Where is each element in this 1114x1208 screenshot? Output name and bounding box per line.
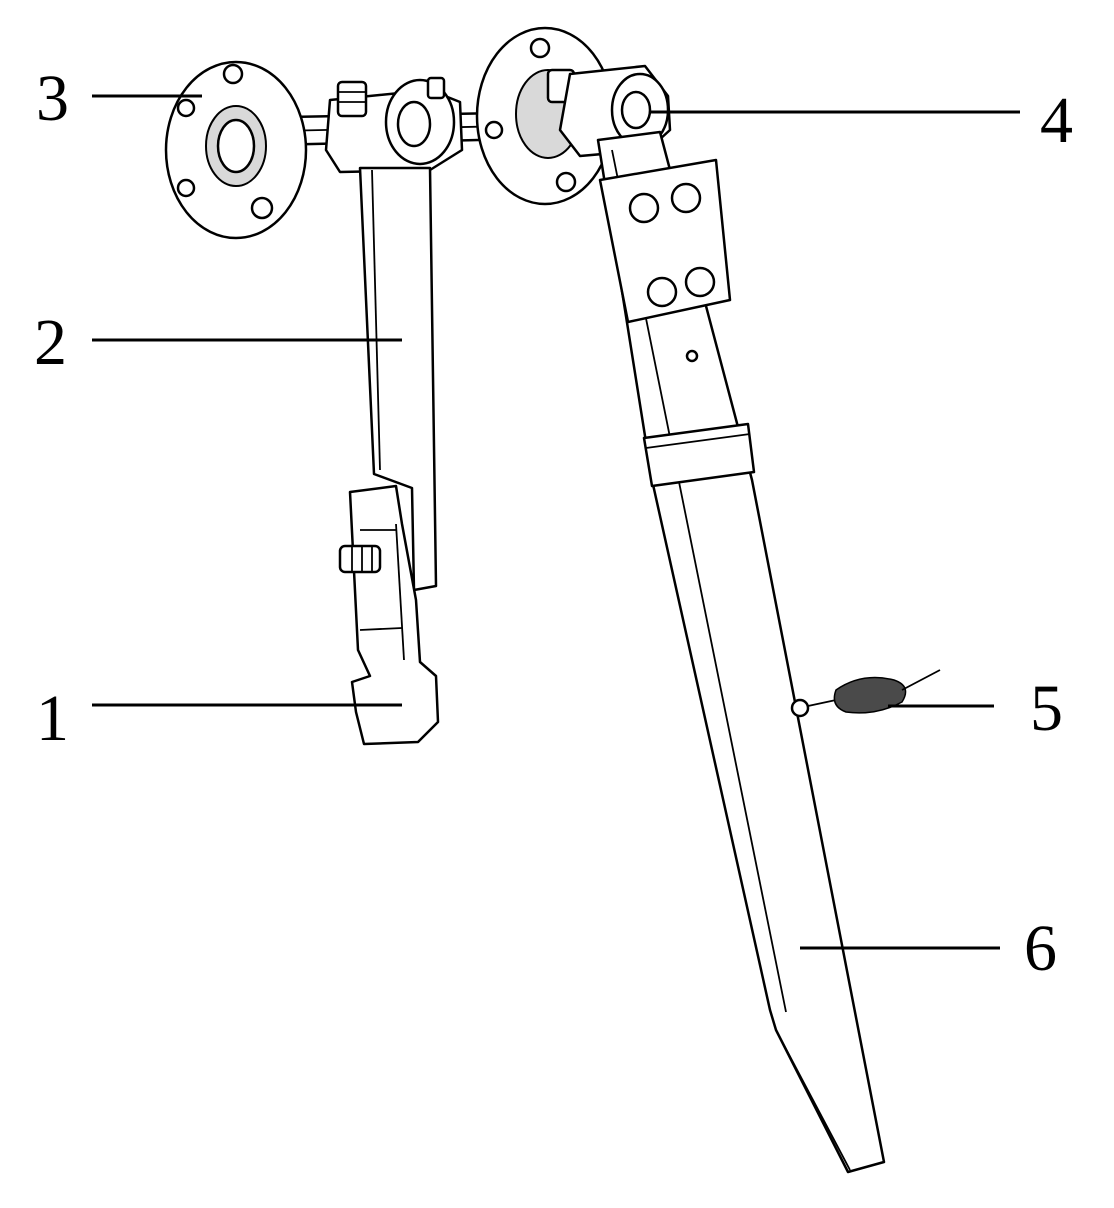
label-part-4: 4: [1040, 84, 1073, 157]
label-part-1: 1: [36, 682, 69, 755]
foot-block: [338, 484, 440, 746]
label-part-6: 6: [1024, 912, 1057, 985]
center-collar: [324, 76, 464, 174]
label-part-5: 5: [1030, 672, 1063, 745]
spring: [790, 669, 941, 718]
left-bearing-flange: [164, 60, 308, 240]
label-part-3: 3: [36, 62, 69, 135]
label-part-2: 2: [34, 306, 67, 379]
tine-shank: [596, 130, 886, 1174]
